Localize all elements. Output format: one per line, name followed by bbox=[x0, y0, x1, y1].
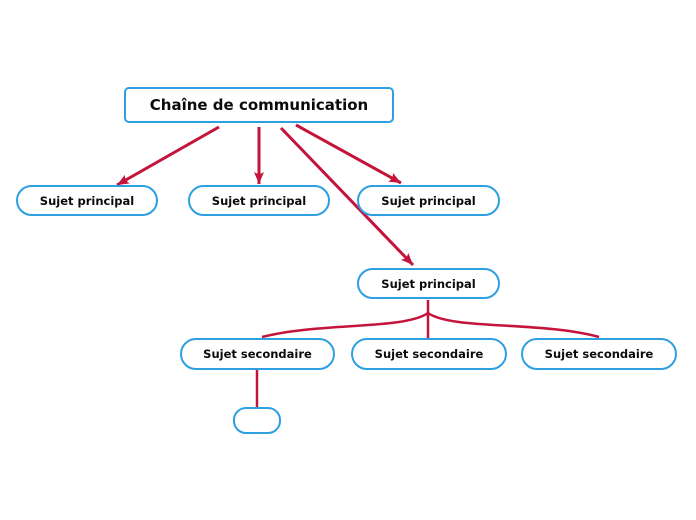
principal-node-3[interactable]: Sujet principal bbox=[357, 185, 500, 216]
principal-node-2-label: Sujet principal bbox=[211, 193, 307, 208]
principal-node-1-label: Sujet principal bbox=[39, 193, 135, 208]
root-node[interactable]: Chaîne de communication bbox=[124, 87, 394, 123]
principal-node-3-label: Sujet principal bbox=[381, 193, 476, 208]
arrow-root-to-principal-4 bbox=[279, 126, 415, 267]
secondary-node-2-label: Sujet secondaire bbox=[374, 347, 484, 361]
secondary-node-3[interactable]: Sujet secondaire bbox=[521, 338, 677, 370]
principal-node-4[interactable]: Sujet principal bbox=[357, 268, 500, 299]
principal-node-1[interactable]: Sujet principal bbox=[16, 185, 158, 216]
principal-node-4-label: Sujet principal bbox=[381, 276, 476, 291]
arrow-root-to-principal-3 bbox=[295, 123, 402, 185]
arrow-root-to-principal-1 bbox=[116, 125, 220, 187]
empty-child-node[interactable] bbox=[233, 407, 281, 434]
secondary-node-1[interactable]: Sujet secondaire bbox=[180, 338, 335, 370]
secondary-node-2[interactable]: Sujet secondaire bbox=[351, 338, 507, 370]
secondary-node-1-label: Sujet secondaire bbox=[203, 347, 312, 361]
branch-principal4-to-secondary-1 bbox=[261, 311, 429, 339]
root-node-label: Chaîne de communication bbox=[149, 96, 369, 114]
principal-node-2[interactable]: Sujet principal bbox=[188, 185, 330, 216]
secondary-node-3-label: Sujet secondaire bbox=[544, 347, 654, 361]
branch-principal4-to-secondary-3 bbox=[427, 311, 600, 339]
